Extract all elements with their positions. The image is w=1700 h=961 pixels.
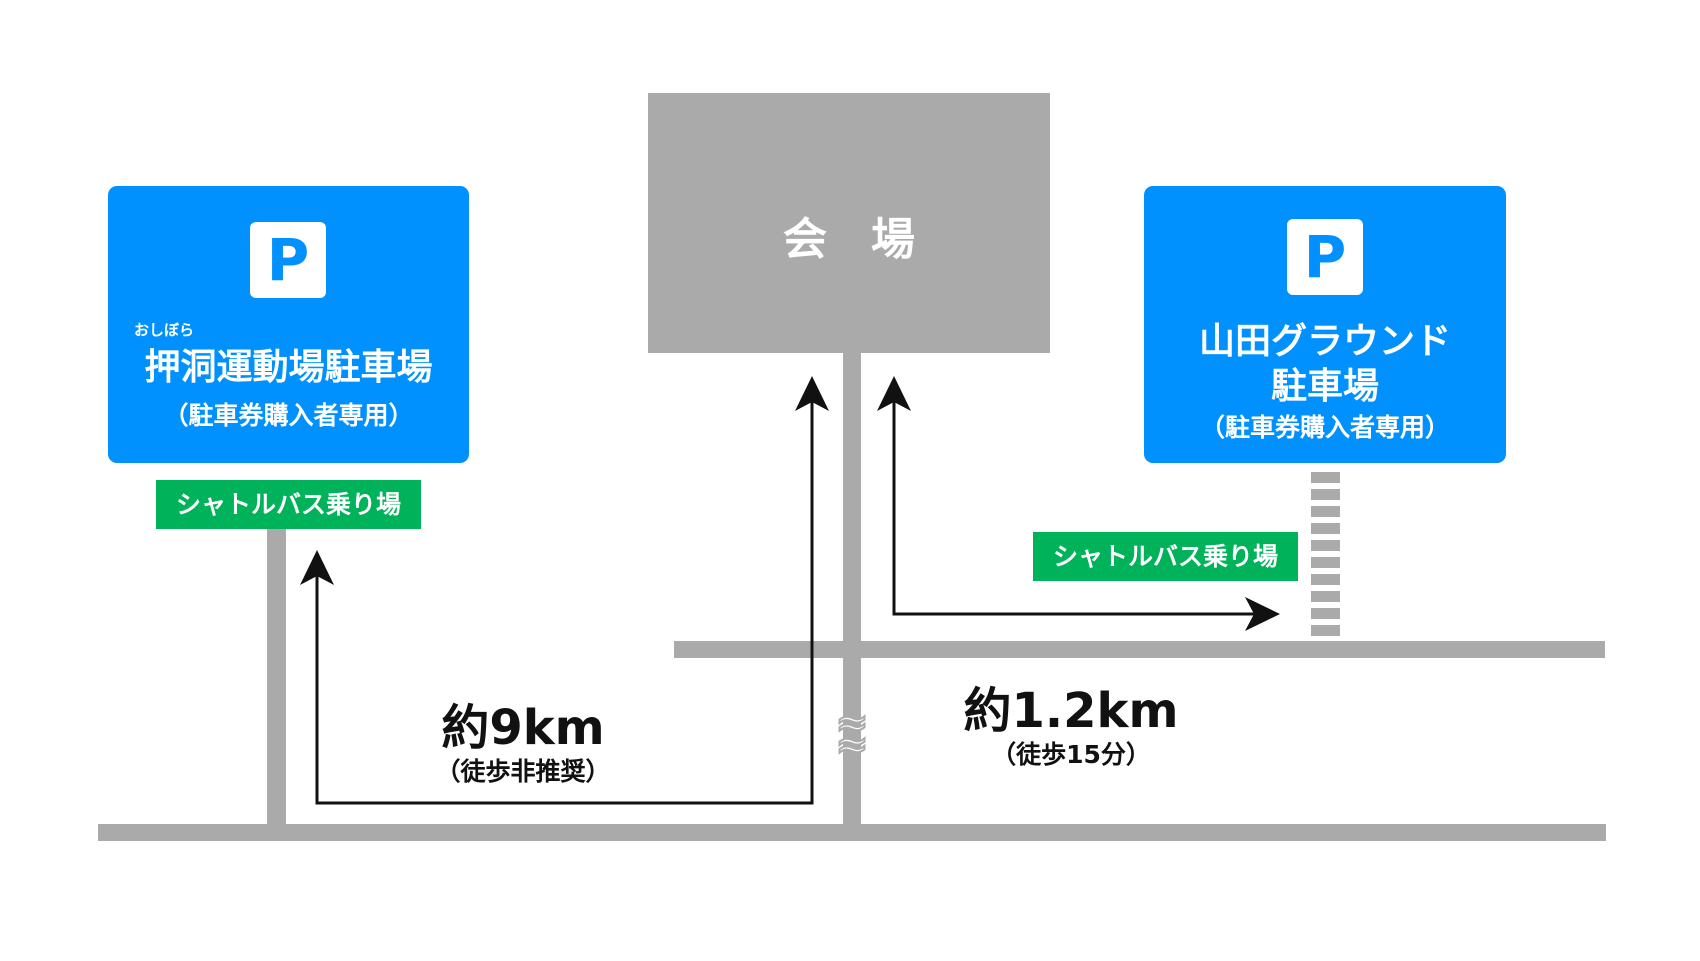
left-parking-note: （駐車券購入者専用） — [163, 401, 414, 430]
right-route-arrowhead-venue — [877, 376, 911, 411]
right-route-arrowhead-parking — [1245, 597, 1280, 631]
right-parking-note: （駐車券購入者専用） — [1199, 413, 1450, 442]
right-parking-name-line1: 山田グラウンド — [1198, 321, 1451, 362]
right-shuttle-stop-label: シャトルバス乗り場 — [1033, 532, 1298, 581]
right-route-line — [892, 385, 1270, 616]
left-shuttle-stop-label: シャトルバス乗り場 — [156, 480, 421, 529]
venue-label: 会 場 — [783, 214, 915, 265]
left-route-arrowhead-venue — [795, 376, 829, 411]
parking-p-icon: P — [250, 222, 326, 298]
parking-p-icon: P — [1287, 219, 1363, 295]
right-parking-sign: P 山田グラウンド 駐車場 （駐車券購入者専用） — [1144, 186, 1506, 463]
center-vertical-road — [843, 353, 861, 825]
left-parking-ruby: おしぼら — [134, 321, 195, 339]
right-route-note: （徒歩15分） — [991, 740, 1151, 769]
road-break-mark-2: ≈ — [834, 721, 869, 769]
left-route-note: （徒歩非推奨） — [435, 757, 611, 786]
dashed-road — [1311, 472, 1340, 636]
left-route-arrowhead-left — [300, 550, 334, 585]
road-break-mark: ≈ — [834, 699, 869, 747]
right-route-distance: 約1.2km — [963, 683, 1179, 739]
venue-block: 会 場 — [648, 93, 1050, 353]
middle-road — [674, 641, 1605, 658]
bottom-road — [98, 824, 1606, 841]
left-parking-sign: P おしぼら 押洞運動場駐車場 （駐車券購入者専用） — [108, 186, 469, 463]
right-parking-name-line2: 駐車場 — [1270, 366, 1379, 407]
left-parking-name: 押洞運動場駐車場 — [144, 347, 433, 388]
left-route-line — [315, 385, 814, 805]
left-route-distance: 約9km — [441, 700, 605, 756]
left-vertical-road — [267, 529, 286, 825]
